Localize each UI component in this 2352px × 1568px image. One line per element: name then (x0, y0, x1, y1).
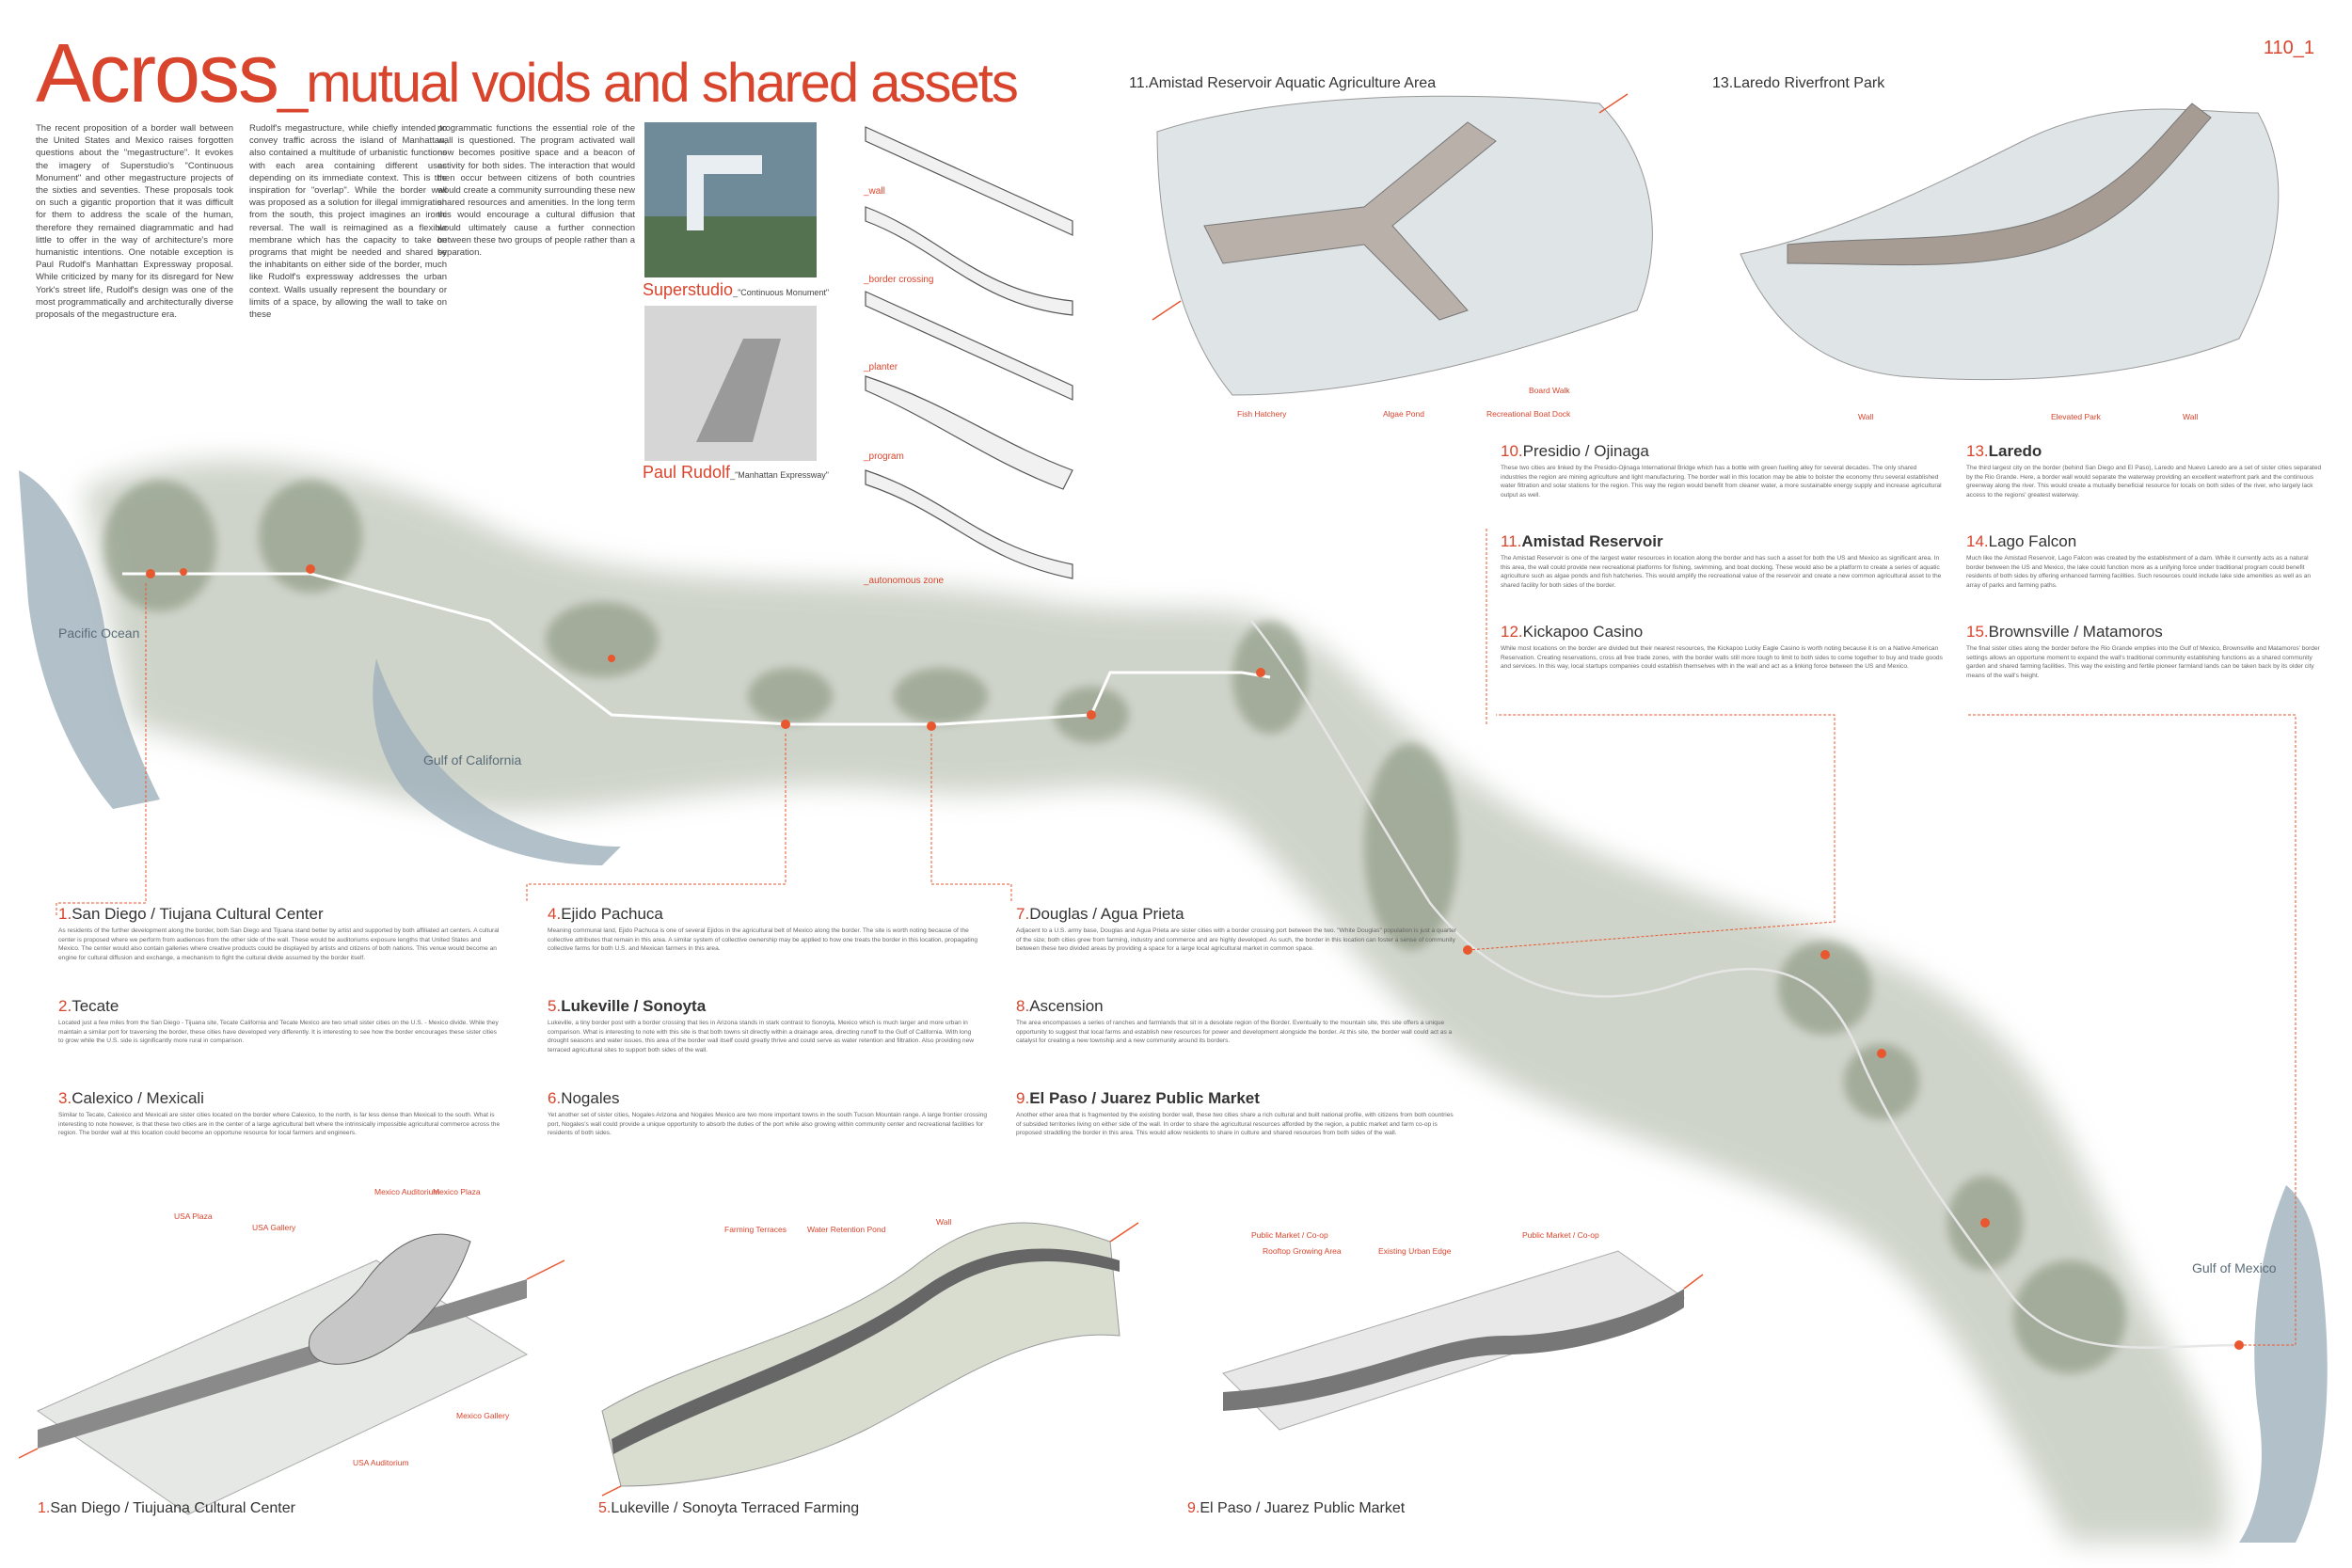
site-7: 7.Douglas / Agua Prieta Adjacent to a U.… (1016, 905, 1456, 953)
label-public-market-1: Public Market / Co-op (1251, 1230, 1328, 1240)
site-1: 1.San Diego / Tiujana Cultural Center As… (58, 905, 500, 961)
label-mexico-gallery: Mexico Gallery (456, 1411, 510, 1420)
cultural-center-ground (36, 1259, 529, 1515)
site-11: 11.Amistad Reservoir The Amistad Reservo… (1501, 532, 1942, 589)
site-10: 10.Presidio / Ojinaga These two cities a… (1501, 442, 1942, 499)
pacific-ocean-label: Pacific Ocean (58, 626, 140, 641)
bottom-title-lukeville: 5.Lukeville / Sonoyta Terraced Farming (598, 1500, 860, 1516)
label-laredo-wall-1: Wall (1858, 412, 1874, 421)
border-line (122, 572, 1271, 726)
terraced-farming-ground (601, 1222, 1120, 1487)
site-markers (146, 564, 2244, 1350)
rio-grande (1250, 620, 2240, 1349)
strip-label-border-crossing: _border crossing (864, 275, 934, 285)
gulf-of-california (373, 658, 621, 865)
title-subtitle: _mutual voids and shared assets (277, 53, 1019, 114)
site-6: 6.Nogales Yet another set of sister citi… (548, 1089, 988, 1137)
terrain-band (85, 460, 2228, 1544)
gulf-of-california-label: Gulf of California (423, 752, 522, 768)
label-fish-hatchery: Fish Hatchery (1237, 409, 1287, 419)
title-main-text: Across (36, 26, 279, 119)
label-mexico-auditorium: Mexico Auditorium (374, 1187, 440, 1196)
label-existing-urban-edge: Existing Urban Edge (1378, 1246, 1452, 1256)
intro-column-2: Rudolf's megastructure, while chiefly in… (249, 123, 447, 321)
label-boat-dock: Recreational Boat Dock (1486, 409, 1571, 419)
leader-lines (56, 527, 2296, 1346)
strip-label-autonomous-zone: _autonomous zone (864, 576, 945, 586)
label-algae-pond: Algae Pond (1383, 409, 1424, 419)
wall-strip-diagrams (865, 126, 1073, 579)
amistad-dock (1203, 121, 1497, 321)
laredo-park-bridge (1787, 103, 2212, 266)
site-9: 9.El Paso / Juarez Public Market Another… (1016, 1089, 1454, 1137)
site-4: 4.Ejido Pachuca Meaning communal land, E… (548, 905, 978, 953)
label-laredo-wall-2: Wall (2183, 412, 2199, 421)
public-market-ground (1222, 1250, 1686, 1431)
site-15: 15.Brownsville / Matamoros The final sis… (1966, 623, 2320, 679)
bottom-title-el-paso: 9.El Paso / Juarez Public Market (1187, 1500, 1406, 1516)
site-12: 12.Kickapoo Casino While most locations … (1501, 623, 1943, 671)
label-mexico-plaza: Mexico Plaza (433, 1187, 481, 1196)
strip-label-wall: _wall (864, 186, 885, 197)
label-terrace-wall: Wall (936, 1217, 952, 1227)
label-water-retention-pond: Water Retention Pond (807, 1225, 886, 1234)
label-public-market-2: Public Market / Co-op (1522, 1230, 1599, 1240)
page-title: Across_mutual voids and shared assets (36, 32, 1019, 115)
intro-column-3: programmatic functions the essential rol… (437, 123, 635, 259)
site-8: 8.Ascension The area encompasses a serie… (1016, 997, 1453, 1045)
site-2: 2.Tecate Located just a few miles from t… (58, 997, 499, 1045)
label-rooftop-growing: Rooftop Growing Area (1263, 1246, 1342, 1256)
pacific-ocean (19, 470, 160, 809)
rudolf-caption: Paul Rudolf_"Manhattan Expressway" (643, 463, 830, 482)
amistad-project-title: 11.Amistad Reservoir Aquatic Agriculture… (1129, 75, 1437, 91)
bottom-title-san-diego: 1.San Diego / Tiujuana Cultural Center (38, 1500, 295, 1516)
intro-column-1: The recent proposition of a border wall … (36, 123, 233, 321)
label-elevated-park: Elevated Park (2051, 412, 2101, 421)
label-usa-gallery: USA Gallery (252, 1223, 296, 1232)
laredo-project-title: 13.Laredo Riverfront Park (1712, 75, 1885, 91)
site-14: 14.Lago Falcon Much like the Amistad Res… (1966, 532, 2312, 589)
label-board-walk: Board Walk (1529, 386, 1570, 395)
strip-label-planter: _planter (864, 362, 898, 372)
gulf-of-mexico (2239, 1185, 2328, 1543)
site-3: 3.Calexico / Mexicali Similar to Tecate,… (58, 1089, 501, 1137)
page-number: 110_1 (2263, 38, 2314, 58)
direction-arrows (18, 93, 1704, 1497)
label-farming-terraces: Farming Terraces (724, 1225, 787, 1234)
site-13: 13.Laredo The third largest city on the … (1966, 442, 2322, 499)
public-market-wall (1223, 1289, 1684, 1411)
gulf-of-mexico-label: Gulf of Mexico (2192, 1260, 2277, 1275)
site-5: 5.Lukeville / Sonoyta Lukeville, a tiny … (548, 997, 975, 1053)
strip-label-program: _program (864, 451, 904, 462)
label-usa-plaza: USA Plaza (174, 1212, 213, 1221)
cultural-center-building (308, 1233, 471, 1365)
label-usa-auditorium: USA Auditorium (353, 1458, 409, 1467)
superstudio-caption: Superstudio_"Continuous Monument" (643, 280, 830, 299)
